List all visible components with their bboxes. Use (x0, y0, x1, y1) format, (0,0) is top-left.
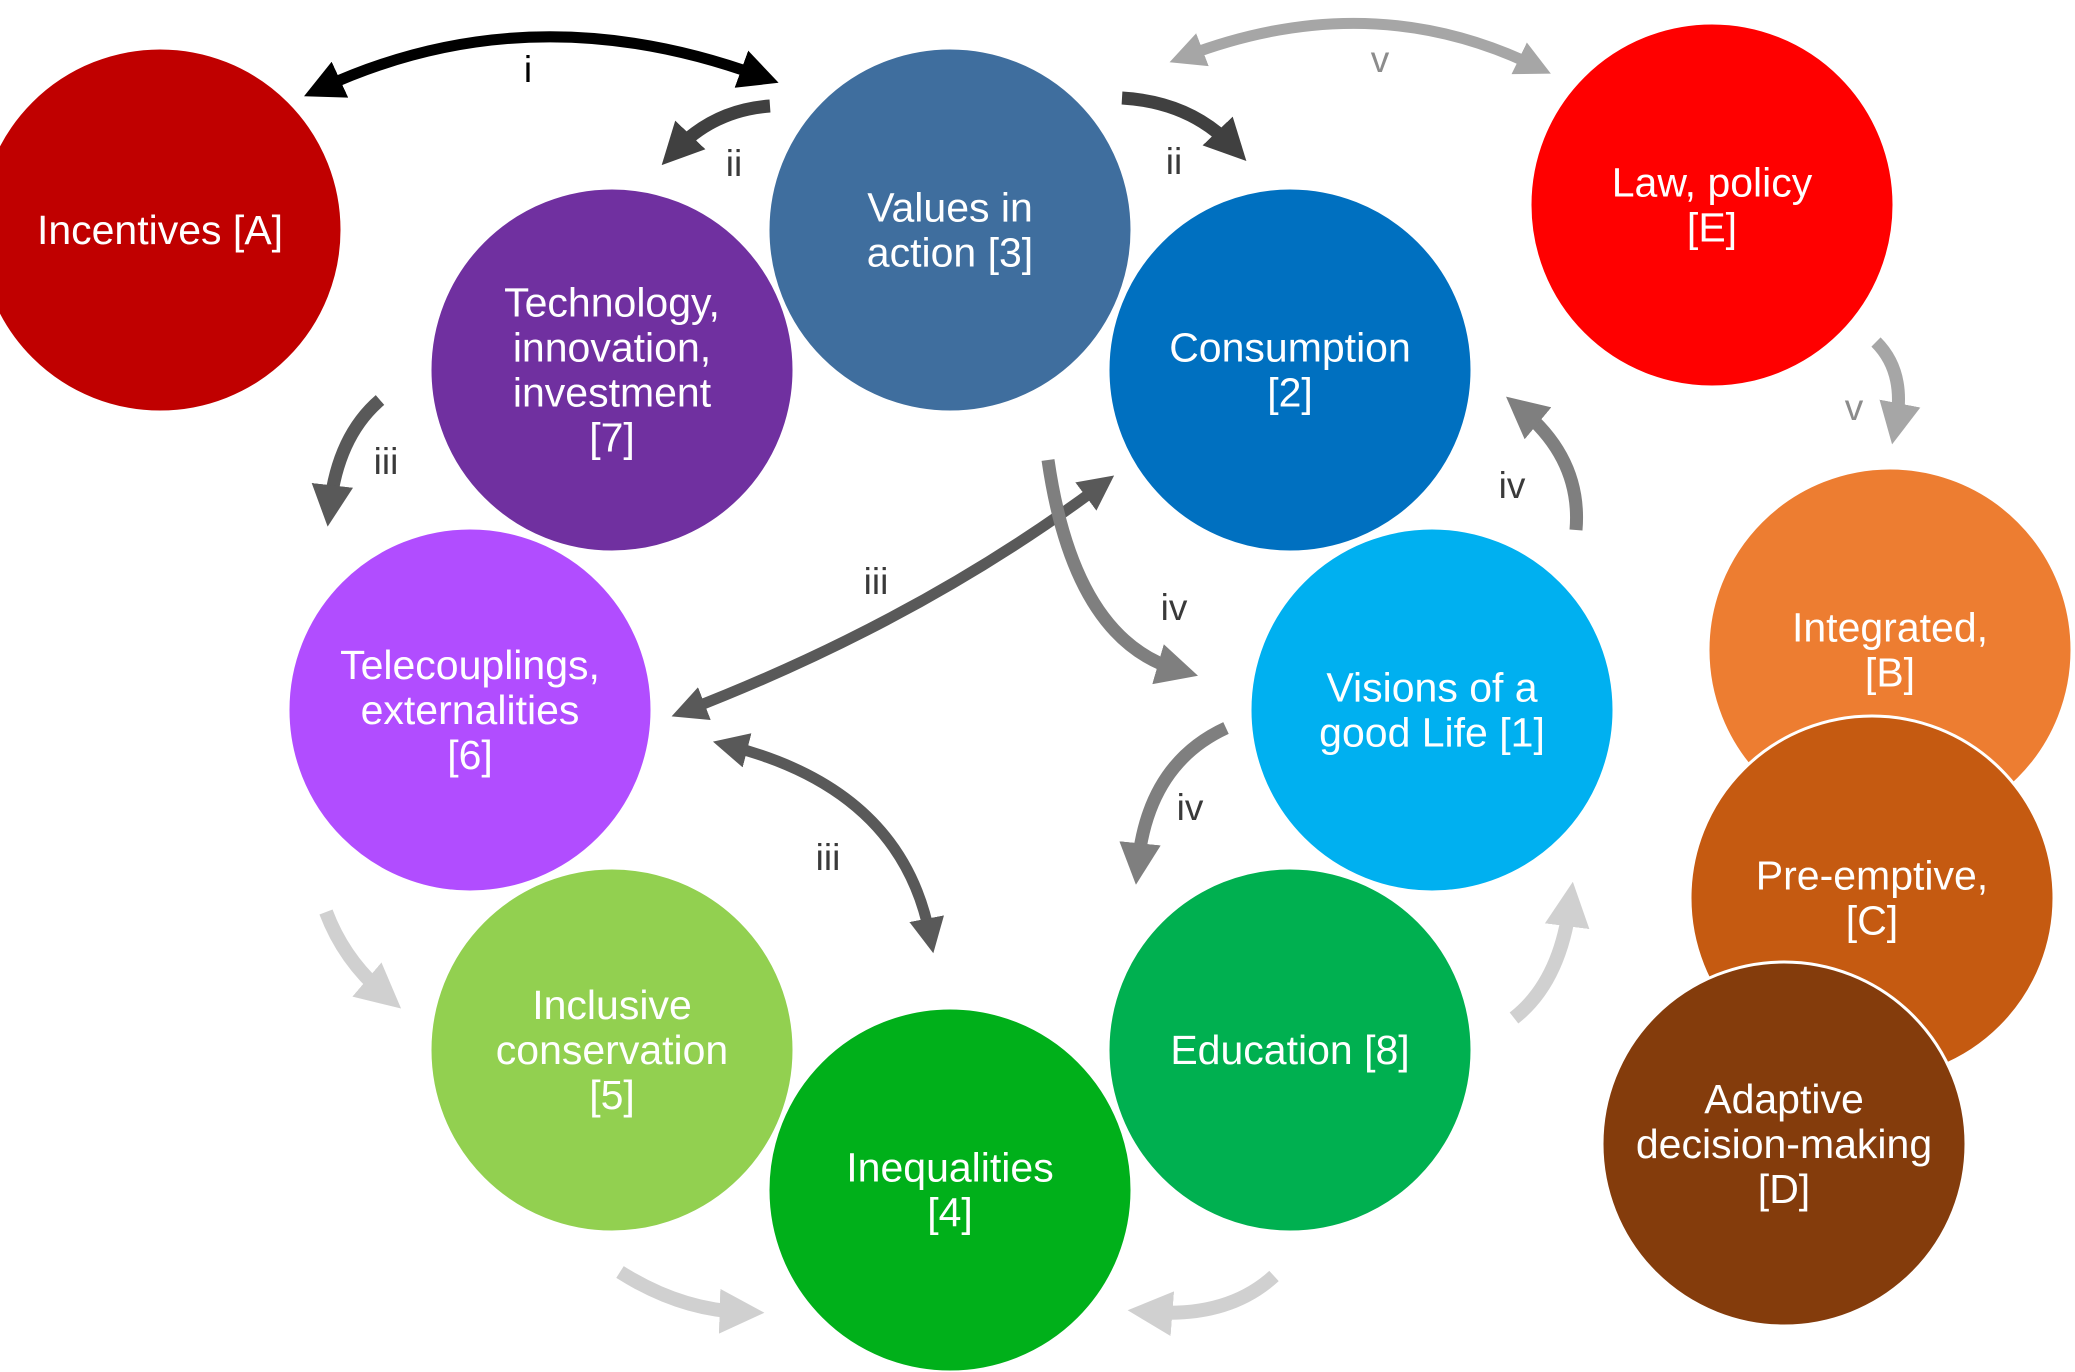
node-label-line: [E] (1687, 205, 1737, 251)
node-label-line: [7] (589, 415, 635, 461)
arrow-label: iv (1161, 587, 1188, 628)
arrow-v-law-integrated (1871, 337, 1921, 445)
arrows (304, 17, 1921, 1337)
node-label-line: Telecouplings, (340, 642, 600, 688)
node-label-line: [6] (447, 732, 493, 778)
arrow-cycle-conservation-inequalities (616, 1266, 765, 1334)
arrow-iv-visions-education (1119, 722, 1229, 885)
node-label-line: innovation, (513, 325, 711, 371)
node-law-policy: Law, policy[E] (1528, 21, 1896, 389)
node-circle (766, 1006, 1134, 1372)
node-label-line: Inclusive (532, 982, 692, 1028)
node-incentives: Incentives [A] (0, 46, 344, 414)
arrow-ii-values-technology (661, 99, 771, 166)
arrow-label: ii (726, 143, 742, 184)
node-technology: Technology,innovation,investment[7] (428, 186, 796, 554)
node-label-line: Adaptive (1704, 1076, 1864, 1122)
node-label-line: Values in (867, 185, 1033, 231)
arrow-cycle-education-inequalities (1127, 1270, 1279, 1337)
arrow-label: iv (1177, 787, 1204, 828)
node-circle (286, 526, 654, 894)
node-circle (1528, 21, 1896, 389)
node-label-line: Consumption (1169, 325, 1411, 371)
node-circle (1106, 866, 1474, 1234)
node-label-line: action [3] (867, 230, 1033, 276)
node-label-line: Technology, (504, 280, 720, 326)
node-label-line: Incentives [A] (37, 207, 283, 253)
node-label-line: Pre-emptive, (1756, 853, 1988, 899)
arrow-cycle-education-visions (1509, 881, 1590, 1024)
node-label-line: [D] (1758, 1166, 1810, 1212)
node-label-line: investment (513, 370, 712, 416)
node-label-line: decision-making (1636, 1121, 1932, 1167)
arrow-label: v (1845, 387, 1864, 428)
node-label-line: externalities (361, 687, 580, 733)
node-circle (0, 46, 344, 414)
node-circle (428, 866, 796, 1234)
arrow-label: v (1371, 39, 1390, 80)
node-label-line: Visions of a (1326, 665, 1537, 711)
arrow-v-values-law (1169, 17, 1551, 75)
arrow-label: iv (1499, 465, 1526, 506)
arrow-label: iii (816, 837, 841, 878)
node-label-line: Inequalities (846, 1145, 1053, 1191)
arrow-iii-telecouplings-consumption (671, 475, 1115, 721)
node-label-line: [4] (927, 1190, 973, 1236)
node-circle (428, 186, 796, 554)
node-label-line: [B] (1865, 650, 1915, 696)
arrow-label: iii (864, 561, 889, 602)
node-circle (1600, 960, 1968, 1328)
node-label-line: conservation (496, 1027, 728, 1073)
arrow-iii-telecouplings-inequalities (712, 733, 944, 954)
arrow-label: iii (374, 441, 399, 482)
arrow-iv-visions-consumption (1506, 396, 1584, 531)
node-label-line: [5] (589, 1072, 635, 1118)
node-circle (766, 46, 1134, 414)
arrow-labels: i ii ii v v iii iii iii iv iv iv (374, 39, 1864, 878)
node-inequalities: Inequalities[4] (766, 1006, 1134, 1372)
arrow-ii-values-consumption (1121, 91, 1247, 162)
arrow-iii-technology-telecouplings (311, 395, 385, 527)
arrow-label: i (524, 49, 532, 90)
node-telecouplings: Telecouplings,externalities[6] (286, 526, 654, 894)
arrow-label: ii (1166, 141, 1182, 182)
node-education: Education [8] (1106, 866, 1474, 1234)
node-label-line: Law, policy (1612, 160, 1813, 206)
arrow-cycle-telecouplings-conservation (319, 909, 402, 1009)
node-label-line: Integrated, (1792, 605, 1988, 651)
arrow-i-incentives-values (304, 31, 779, 98)
node-label-line: Education [8] (1170, 1027, 1409, 1073)
node-consumption: Consumption[2] (1106, 186, 1474, 554)
arrow-iv-consumption-visions (1041, 459, 1198, 685)
node-label-line: [2] (1267, 370, 1313, 416)
node-label-line: [C] (1846, 898, 1898, 944)
node-circle (1248, 526, 1616, 894)
node-label-line: good Life [1] (1319, 710, 1545, 756)
node-circle (1106, 186, 1474, 554)
